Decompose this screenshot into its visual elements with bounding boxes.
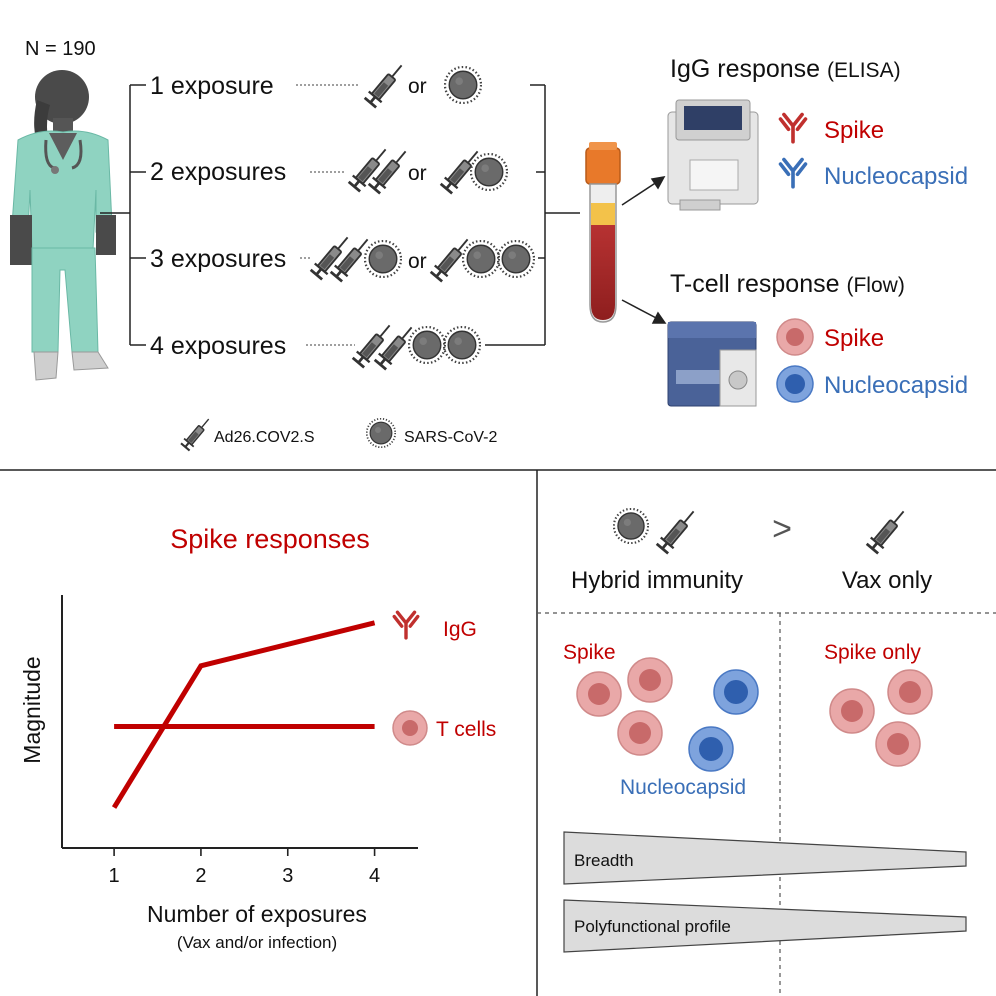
series-lines	[111, 620, 376, 809]
vaccine-icon	[362, 58, 410, 110]
antibody-icon	[778, 157, 808, 189]
vaccine-icon	[654, 504, 702, 556]
y-axis-label: Magnitude	[19, 656, 45, 763]
x-axis-label: Number of exposures	[147, 901, 367, 927]
vaccine-icon	[179, 413, 215, 453]
virus-icon	[470, 153, 508, 191]
chart-title: Spike responses	[170, 524, 370, 554]
polyfunctional-label: Polyfunctional profile	[574, 917, 731, 936]
virus-icon	[443, 326, 481, 364]
breadth-wedge	[563, 831, 967, 885]
virus-icon	[364, 240, 402, 278]
vaccine-icon	[864, 504, 912, 556]
x-tick-label: 4	[369, 865, 380, 887]
igg-spike-label: Spike	[824, 117, 884, 144]
series-label-igg: IgG	[443, 618, 477, 641]
or-label-row-2: or	[408, 162, 427, 185]
x-tick-label: 1	[109, 865, 120, 887]
virus-icon	[497, 240, 535, 278]
exposure-row-4-label: 4 exposures	[150, 332, 286, 360]
virus-icon	[462, 240, 500, 278]
cell-nucleus	[786, 328, 804, 346]
greater-than-symbol: >	[772, 510, 792, 548]
igg-nucleocapsid-label: Nucleocapsid	[824, 163, 968, 190]
exposure-bracket	[100, 84, 146, 346]
series-label-tcells: T cells	[436, 718, 496, 741]
legend-virus-label: SARS-CoV-2	[404, 429, 497, 446]
antibody-icon	[778, 112, 808, 144]
x-tick-label: 3	[282, 865, 293, 887]
nucleocapsid-cells-label: Nucleocapsid	[620, 776, 746, 799]
x-ticks: 1 2 3 4	[109, 848, 380, 887]
cell-nucleus	[402, 720, 418, 736]
polyfunctional-wedge	[563, 899, 967, 953]
exposure-row-3-label: 3 exposures	[150, 245, 286, 273]
virus-icon	[408, 326, 446, 364]
breadth-label: Breadth	[574, 851, 634, 870]
right-bracket	[485, 84, 580, 346]
tube-arrows	[621, 176, 667, 324]
top-panel: N = 190 1 exposure 2 exposur	[10, 38, 968, 453]
cell-nucleus	[785, 374, 805, 394]
blood-tube-illustration	[585, 142, 621, 323]
or-label-row-1: or	[408, 75, 427, 98]
elisa-machine-illustration	[667, 99, 759, 211]
tcell-spike-label: Spike	[824, 325, 884, 352]
or-label-row-3: or	[408, 250, 427, 273]
igg-response-title: IgG response (ELISA)	[670, 55, 901, 83]
spike-only-label: Spike only	[824, 641, 921, 664]
virus-icon	[366, 418, 396, 448]
tcell-response-title: T-cell response (Flow)	[670, 270, 905, 298]
x-tick-label: 2	[195, 865, 206, 887]
exposure-row-2-label: 2 exposures	[150, 158, 286, 186]
virus-icon	[613, 508, 649, 544]
hybrid-immunity-label: Hybrid immunity	[571, 567, 743, 594]
spike-responses-panel: Spike responses 1 2 3 4 Magnitude Number of…	[19, 524, 496, 952]
vaccine-icon	[372, 320, 420, 372]
flow-cytometer-illustration	[667, 321, 757, 407]
vax-only-cells	[829, 669, 933, 767]
antibody-icon	[392, 610, 420, 640]
hybrid-cells	[576, 657, 759, 772]
legend-vaccine-label: Ad26.COV2.S	[214, 429, 315, 446]
dotted-leaders	[296, 84, 360, 346]
spike-cells-label: Spike	[563, 641, 616, 664]
tcell-nucleocapsid-label: Nucleocapsid	[824, 372, 968, 399]
hybrid-immunity-panel: > Hybrid immunity Vax only Spike Spike o…	[537, 504, 996, 996]
series-line-igg	[111, 620, 376, 809]
exposure-row-1-label: 1 exposure	[150, 72, 274, 100]
vax-only-label: Vax only	[842, 567, 932, 594]
cohort-label: N = 190	[25, 38, 96, 60]
virus-icon	[444, 66, 482, 104]
x-axis-sublabel: (Vax and/or infection)	[177, 933, 337, 952]
healthcare-worker-illustration	[10, 70, 116, 381]
